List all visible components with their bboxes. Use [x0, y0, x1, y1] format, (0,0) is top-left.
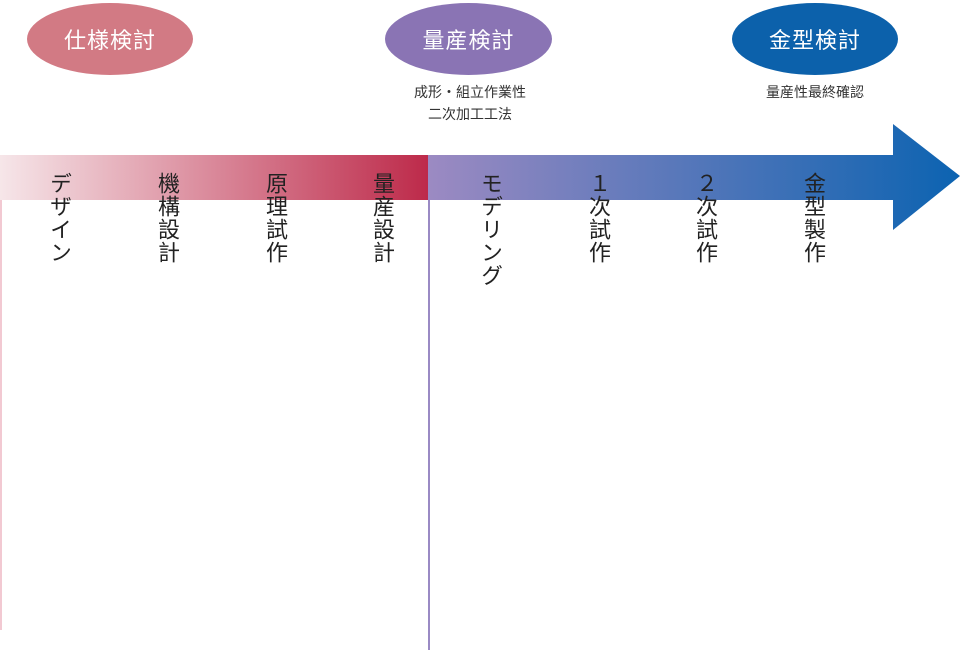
arrow-pink-segment [0, 155, 428, 200]
step-modeling: モデリング [477, 172, 502, 287]
purple-divider-line [428, 156, 430, 650]
phase-mold-review-label: 金型検討 [768, 29, 861, 54]
phase-spec-review-label: 仕様検討 [63, 29, 156, 54]
note-molding-assembly: 成形・組立作業性 [414, 85, 526, 101]
step-mechanism-design: 機構設計 [154, 172, 179, 264]
arrow-blue-segment [428, 124, 960, 230]
mold-notes: 量産性最終確認 [732, 82, 898, 104]
phase-mass-production-review: 量産検討 [385, 3, 552, 75]
phase-spec-review: 仕様検討 [27, 3, 193, 75]
process-arrow [0, 124, 960, 230]
step-prototype: 原理試作 [262, 172, 287, 264]
pink-divider-line [0, 200, 2, 630]
step-second-prototype: ２次試作 [692, 172, 717, 264]
step-design: デザイン [46, 172, 71, 264]
step-mold-making: 金型製作 [800, 172, 825, 264]
note-final-confirmation: 量産性最終確認 [766, 85, 864, 101]
mass-production-notes: 成形・組立作業性 二次加工工法 [385, 82, 555, 126]
note-secondary-processing: 二次加工工法 [428, 107, 512, 123]
step-mass-production-design: 量産設計 [369, 172, 394, 264]
phase-mass-production-review-label: 量産検討 [422, 29, 515, 54]
step-first-prototype: １次試作 [585, 172, 610, 264]
phase-mold-review: 金型検討 [732, 3, 898, 75]
